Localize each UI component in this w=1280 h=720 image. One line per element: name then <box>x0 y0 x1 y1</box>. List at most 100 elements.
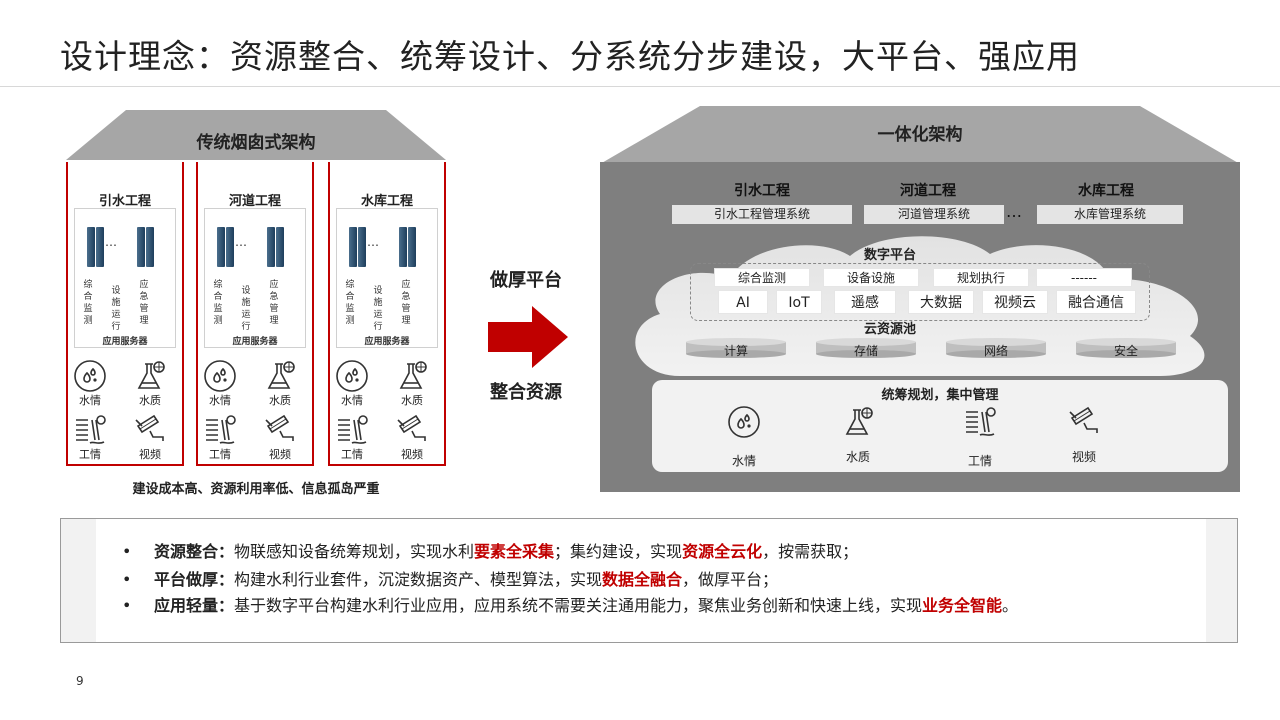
engineering-status-icon <box>334 412 370 448</box>
arrow-bottom-label: 整合资源 <box>490 382 562 403</box>
bullet-text: 。 <box>1002 596 1019 615</box>
app-label-vertical: 综合监测 <box>83 280 93 326</box>
system-name-reservoir: 水库工程 <box>1078 183 1134 199</box>
bullet-key: 平台做厚： <box>154 570 235 589</box>
platform-technology: 融合通信 <box>1056 290 1136 314</box>
bullet-text: ；集约建设，实现 <box>554 542 683 561</box>
server-label: 应用服务器 <box>364 337 410 347</box>
bullet-dot-icon: • <box>122 542 132 561</box>
title-divider <box>0 86 1280 87</box>
platform-technology: AI <box>718 290 768 314</box>
server-icon <box>408 227 416 267</box>
app-label-vertical: 设施运行 <box>241 286 251 332</box>
sensor-label: 视频 <box>401 448 423 461</box>
left-footer-note: 建设成本高、资源利用率低、信息孤岛严重 <box>132 482 380 497</box>
server-dots: … <box>105 235 117 249</box>
bullet-dot-icon: • <box>122 570 132 589</box>
bullet-highlight: 数据全融合 <box>602 570 683 589</box>
right-arrow-icon <box>488 306 568 368</box>
platform-capability: 规划执行 <box>933 268 1029 287</box>
page-number: 9 <box>76 674 84 688</box>
resource-cylinder <box>946 338 1046 358</box>
sensor-label: 水质 <box>401 394 423 407</box>
server-label: 应用服务器 <box>102 337 148 347</box>
bullet-highlight: 资源全云化 <box>682 542 763 561</box>
sensor-label: 水情 <box>731 454 756 468</box>
water-level-icon <box>334 358 370 394</box>
server-icon <box>217 227 225 267</box>
system-bar-river: 河道管理系统 <box>864 205 1004 224</box>
water-quality-icon <box>394 358 430 394</box>
platform-technology: IoT <box>776 290 822 314</box>
engineering-status-icon <box>962 404 998 440</box>
engineering-status-icon <box>202 412 238 448</box>
water-level-icon <box>202 358 238 394</box>
platform-capability: 综合监测 <box>714 268 810 287</box>
resource-label: 网络 <box>983 344 1008 358</box>
app-label-vertical: 应急管理 <box>139 280 149 326</box>
server-icon <box>399 227 407 267</box>
server-icon <box>87 227 95 267</box>
server-icon <box>358 227 366 267</box>
bullet-text: 基于数字平台构建水利行业应用，应用系统不需要关注通用能力，聚焦业务创新和快速上线… <box>234 596 923 615</box>
left-roof <box>66 110 446 160</box>
app-label-vertical: 综合监测 <box>213 280 223 326</box>
silo-column-title: 水库工程 <box>360 194 413 209</box>
bullet-text: ，按需获取； <box>762 542 859 561</box>
platform-technology: 视频云 <box>982 290 1048 314</box>
summary-box-inner <box>96 519 1206 642</box>
arrow-top-label: 做厚平台 <box>490 270 562 291</box>
app-server-box: …综合监测设施运行应急管理应用服务器 <box>336 208 438 348</box>
right-roof <box>600 106 1240 164</box>
video-camera-icon <box>394 412 430 448</box>
sensor-label: 水情 <box>341 394 363 407</box>
bullet-text: 构建水利行业套件，沉淀数据资产、模型算法，实现 <box>234 570 603 589</box>
server-icon <box>137 227 145 267</box>
bullet-highlight: 要素全采集 <box>474 542 555 561</box>
sensor-label: 水质 <box>845 450 870 464</box>
app-server-box: … 综合监测 设施运行 应急管理应用服务器 <box>204 208 306 348</box>
silo-column: 水库工程…综合监测设施运行应急管理应用服务器水情水质工情视频 <box>328 162 446 466</box>
left-architecture-title: 传统烟囱式架构 <box>196 133 316 153</box>
bullet-dot-icon: • <box>122 596 132 615</box>
system-more-dots: … <box>1006 202 1022 221</box>
system-bar-reservoir: 水库管理系统 <box>1037 205 1183 224</box>
bullet-text: 物联感知设备统筹规划，实现水利 <box>234 542 475 561</box>
silo-column: 河道工程…综合监测设施运行应急管理应用服务器水情水质工情视频 <box>196 162 314 466</box>
system-bar-diversion: 引水工程管理系统 <box>672 205 852 224</box>
sensor-label: 工情 <box>967 454 992 468</box>
server-icon <box>96 227 104 267</box>
app-label-vertical: 应急管理 <box>269 280 279 326</box>
water-level-icon <box>72 358 108 394</box>
resource-label: 存储 <box>853 344 878 358</box>
resource-cylinder <box>686 338 786 358</box>
app-server-box: … 综合监测 设施运行 应急管理应用服务器 <box>74 208 176 348</box>
sensor-label: 视频 <box>1071 450 1096 464</box>
video-camera-icon <box>132 412 168 448</box>
summary-bullet: • 应用轻量：基于数字平台构建水利行业应用，应用系统不需要关注通用能力，聚焦业务创… <box>122 592 1018 616</box>
sensor-label: 水情 <box>209 394 231 407</box>
server-icon <box>226 227 234 267</box>
digital-platform-title: 数字平台 <box>863 248 916 263</box>
sensor-label: 视频 <box>139 448 161 461</box>
resource-label: 计算 <box>723 344 748 358</box>
bullet-text: ，做厚平台； <box>682 570 779 589</box>
server-dots: … <box>235 235 247 249</box>
app-label-vertical: 应急管理 <box>401 280 411 326</box>
app-label-vertical: 设施运行 <box>111 286 121 332</box>
server-icon <box>349 227 357 267</box>
sensor-label: 水质 <box>269 394 291 407</box>
bullet-highlight: 业务全智能 <box>922 596 1003 615</box>
platform-technology: 大数据 <box>908 290 974 314</box>
sensor-label: 工情 <box>209 448 231 461</box>
server-dots: … <box>367 235 379 249</box>
bullet-key: 资源整合： <box>154 542 235 561</box>
summary-bullet: • 平台做厚：构建水利行业套件，沉淀数据资产、模型算法，实现数据全融合，做厚平台； <box>122 566 778 590</box>
bullet-key: 应用轻量： <box>154 596 235 615</box>
water-quality-icon <box>262 358 298 394</box>
cloud-pool-title: 云资源池 <box>863 322 916 337</box>
video-camera-icon <box>1066 404 1102 440</box>
unified-management-title: 统筹规划，集中管理 <box>881 388 999 403</box>
server-label: 应用服务器 <box>232 337 278 347</box>
engineering-status-icon <box>72 412 108 448</box>
